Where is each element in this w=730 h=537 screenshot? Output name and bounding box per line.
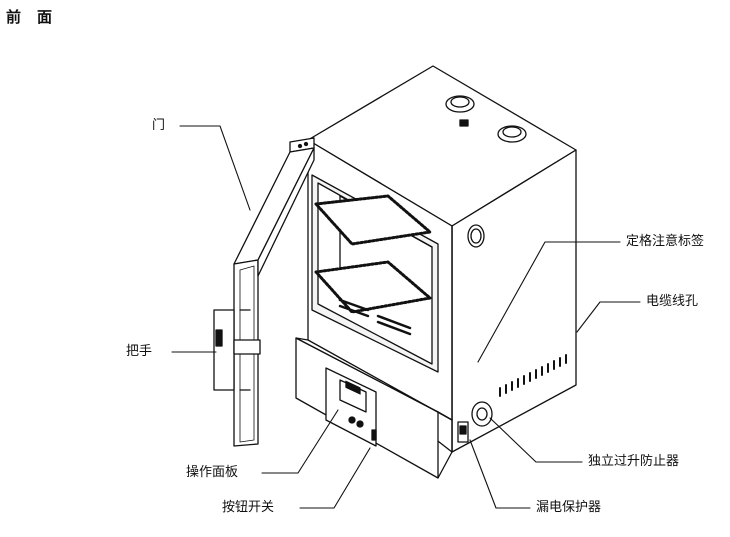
side-vents	[499, 354, 567, 397]
leader-lines	[171, 125, 641, 509]
upper-shelf	[314, 194, 432, 246]
label-leakage-breaker: 漏电保护器	[536, 500, 602, 515]
page-title: 前面	[6, 8, 69, 26]
door-handle	[213, 309, 261, 391]
label-handle: 把手	[126, 344, 153, 359]
chamber-floor-grate	[338, 298, 412, 336]
label-door: 门	[152, 118, 166, 133]
label-rating-label: 定格注意标签	[626, 234, 705, 249]
push-button-switch	[371, 429, 377, 441]
label-cable-hole: 电缆线孔	[646, 294, 699, 309]
overtemp-protector-dial	[471, 401, 493, 427]
label-button-switch: 按钮开关	[222, 500, 275, 515]
lower-shelf	[314, 260, 432, 314]
control-panel-recess	[325, 367, 377, 447]
leakage-breaker-unit	[457, 421, 469, 443]
side-port	[467, 224, 485, 248]
label-overtemp-protector: 独立过升防止器	[588, 454, 680, 469]
label-control-panel: 操作面板	[186, 465, 239, 480]
top-exhaust-ports	[445, 95, 527, 143]
